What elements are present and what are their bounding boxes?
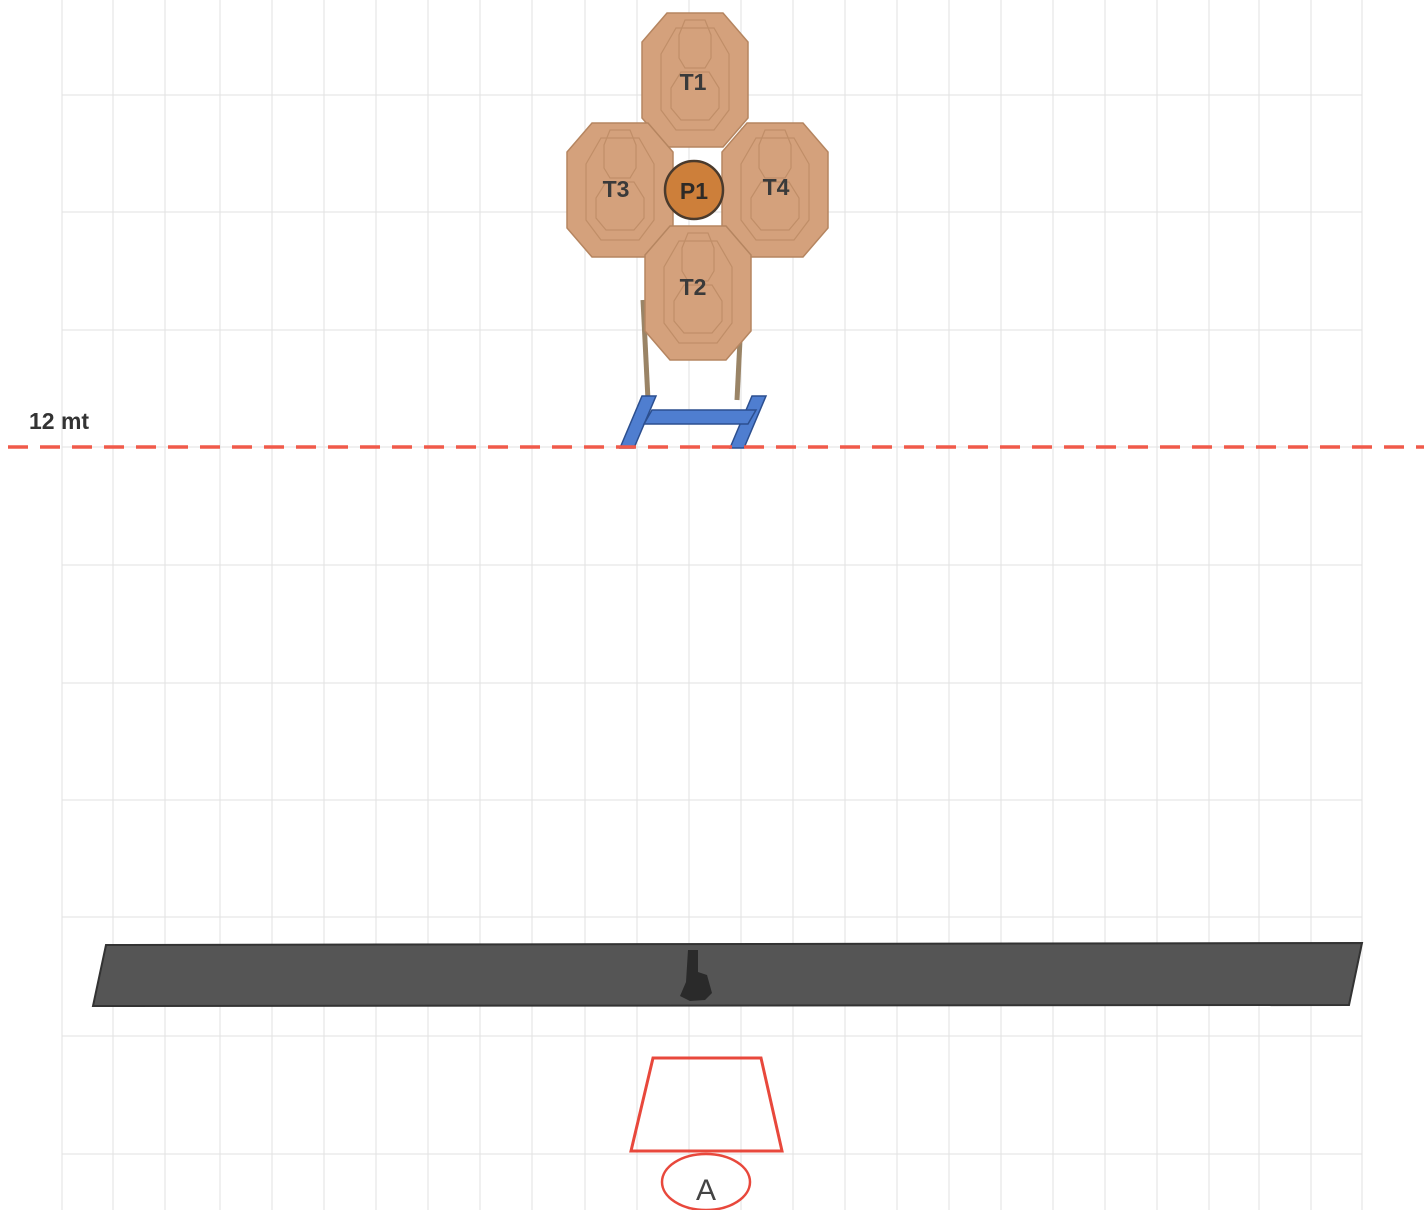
target-t2: T2 [645,226,751,360]
target-t3: T3 [567,123,673,257]
shooting-box-label: A [696,1174,716,1207]
target-label: T3 [603,176,630,202]
popper-label: P1 [680,178,708,204]
target-label: T2 [680,274,707,300]
barricade-wall [93,943,1362,1006]
popper-p1: P1 [665,161,723,219]
target-t1: T1 [642,13,748,147]
shooting-box: A [631,1058,782,1210]
target-label: T4 [763,174,790,200]
target-label: T1 [680,69,707,95]
distance-label: 12 mt [29,408,89,434]
target-t4: T4 [722,123,828,257]
